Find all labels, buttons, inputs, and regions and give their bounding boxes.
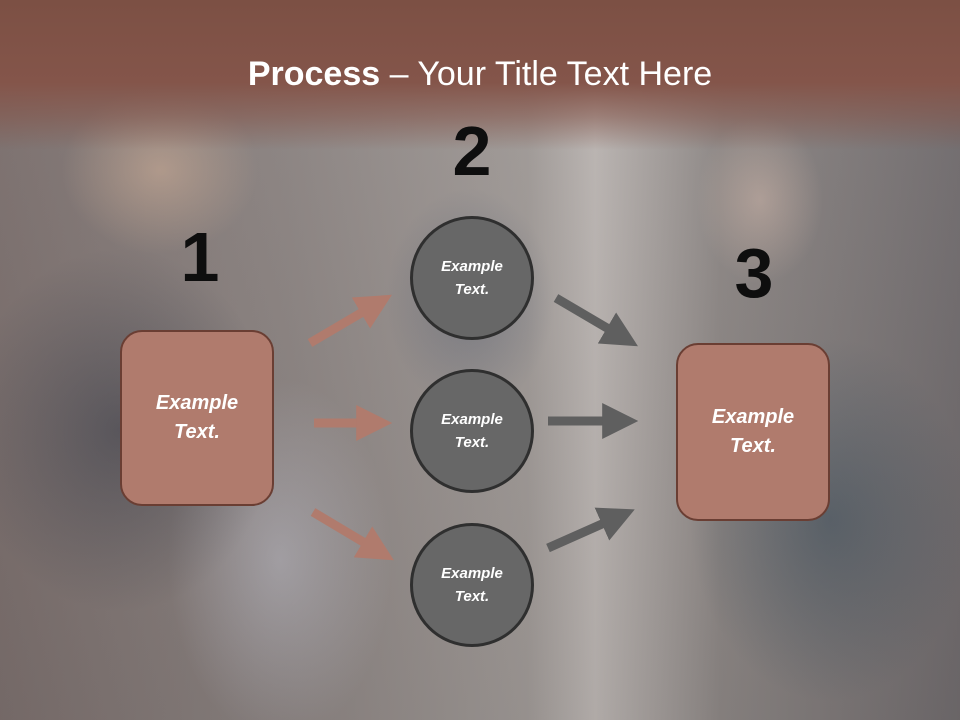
step-3-number: 3 (734, 234, 774, 312)
step-3-box: Example Text. (676, 343, 830, 521)
slide-title: Process – Your Title Text Here (0, 52, 960, 96)
step-2-number: 2 (452, 112, 492, 190)
circle-middle-text: Example Text. (441, 411, 503, 451)
circle-top-text: Example Text. (441, 258, 503, 298)
step-3-text: Example Text. (711, 406, 795, 457)
step-2-circle-top: Example Text. (410, 216, 534, 340)
title-rest: – Your Title Text Here (380, 55, 713, 93)
step-2-circle-middle: Example Text. (410, 369, 534, 493)
title-bold: Process (247, 55, 381, 93)
step-1-text: Example Text. (155, 392, 239, 443)
step-1-number: 1 (180, 218, 220, 296)
step-1-box: Example Text. (120, 330, 274, 506)
circle-bottom-text: Example Text. (441, 565, 503, 605)
title-bar (0, 0, 960, 150)
step-2-circle-bottom: Example Text. (410, 523, 534, 647)
